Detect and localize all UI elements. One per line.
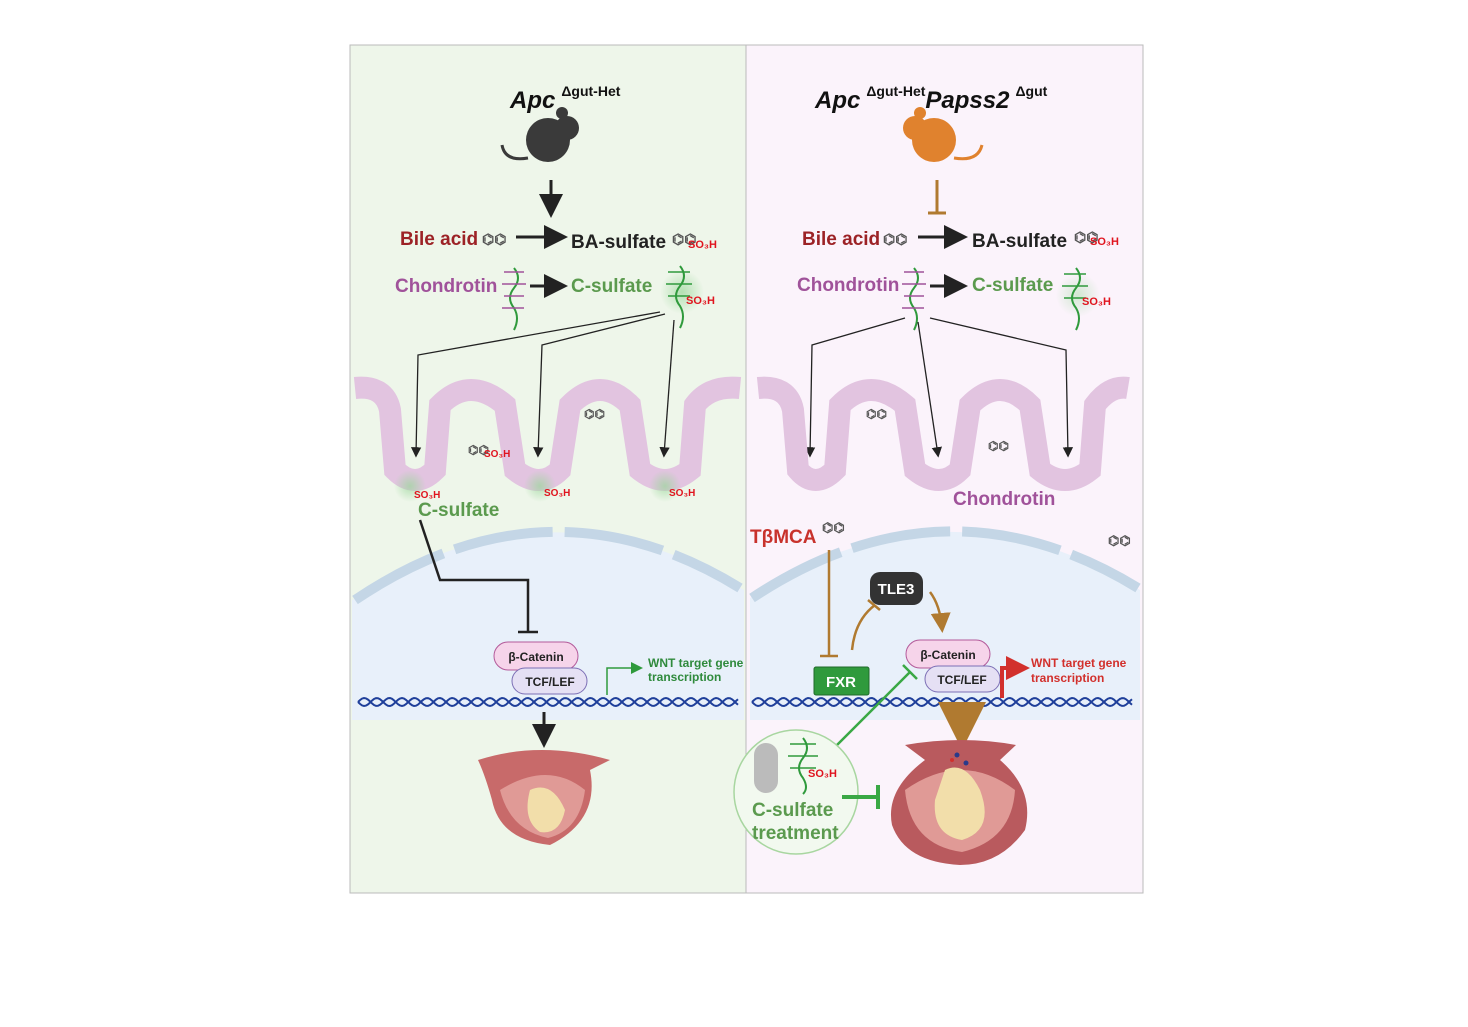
so3h-label: SO₃H xyxy=(1082,296,1111,308)
tcf-lef-label: TCF/LEF xyxy=(525,675,574,689)
dna-strand xyxy=(357,696,739,708)
chondrotin-molecule-icon xyxy=(902,267,926,331)
c-sulfate-molecule-icon xyxy=(1062,267,1088,331)
crypt-glow xyxy=(394,470,426,502)
tle3-box xyxy=(870,572,923,605)
mouse-icon xyxy=(903,107,984,162)
tbmca-fxr-inhibition xyxy=(820,550,838,658)
so3h-label: SO₃H xyxy=(484,449,510,460)
transcription-arrow xyxy=(606,662,643,695)
c-sulfate-molecule-icon xyxy=(788,737,818,795)
crypt-glow xyxy=(524,470,556,502)
tcf-lef-label: TCF/LEF xyxy=(937,673,986,687)
beta-catenin-label: β-Catenin xyxy=(920,648,975,662)
bile-acid-label: Bile acid xyxy=(802,229,880,250)
so3h-label: SO₃H xyxy=(414,490,440,501)
treatment-beta-catenin-inhibition xyxy=(829,664,918,753)
chondrotin-label: Chondrotin xyxy=(395,276,497,297)
bile-acid-crypt-icon: ⌬⌬ xyxy=(988,439,1009,453)
bile-acid-label: Bile acid xyxy=(400,229,478,250)
so3h-label: SO₃H xyxy=(544,488,570,499)
mouse-icon xyxy=(500,107,579,162)
chondrotin-crypt-label: Chondrotin xyxy=(953,489,1055,510)
so3h-label: SO₃H xyxy=(686,295,715,307)
bile-acid-crypt-icon: ⌬⌬ xyxy=(584,407,605,421)
beta-catenin-label: β-Catenin xyxy=(508,650,563,664)
c-sulfate-glow xyxy=(1056,273,1100,317)
ba-sulfate-label: BA-sulfate xyxy=(972,231,1067,252)
tbmca-label: TβMCA xyxy=(750,527,817,548)
tumor-large xyxy=(890,740,1028,865)
tle3-label: TLE3 xyxy=(878,581,915,598)
nuclear-membrane xyxy=(749,526,1141,603)
tle3-activation-arrow xyxy=(928,591,951,633)
c-sulfate-crypt-label: C-sulfate xyxy=(418,500,499,521)
inhibition-line xyxy=(418,519,538,634)
bile-acid-nucleus-icon: ⌬⌬ xyxy=(1108,533,1131,548)
so3h-label: SO₃H xyxy=(669,488,695,499)
tcf-lef-box xyxy=(511,667,588,695)
fxr-tle3-inhibition xyxy=(850,599,881,651)
capsule-icon xyxy=(754,743,778,793)
c-sulfate-label: C-sulfate xyxy=(571,276,652,297)
crypt-glow xyxy=(649,470,681,502)
ba-sulfate-label: BA-sulfate xyxy=(571,232,666,253)
dna-helix xyxy=(357,696,739,708)
tumor-small xyxy=(478,750,610,845)
c-sulfate-glow xyxy=(660,270,704,314)
ba-sulfate-molecule-icon: ⌬⌬ xyxy=(1074,229,1098,245)
chondrotin-label: Chondrotin xyxy=(797,275,899,296)
bile-acid-molecule-icon: ⌬⌬ xyxy=(883,231,907,247)
ba-sulfate-molecule-icon: ⌬⌬ xyxy=(672,231,696,247)
bile-acid-molecule-icon: ⌬⌬ xyxy=(482,231,506,247)
nuclear-membrane xyxy=(352,526,743,605)
treatment-tumor-inhibition xyxy=(842,785,880,809)
c-sulfate-molecule-icon xyxy=(666,265,692,329)
distribution-arrows xyxy=(804,317,1074,458)
distribution-arrows xyxy=(410,311,675,458)
c-sulfate-label: C-sulfate xyxy=(972,275,1053,296)
so3h-label: SO₃H xyxy=(808,768,837,780)
ba-sulfate-crypt-icon: ⌬⌬ xyxy=(468,443,489,457)
fxr-box xyxy=(813,666,870,696)
inhibition-line xyxy=(928,180,946,215)
bile-acid-crypt-icon: ⌬⌬ xyxy=(866,407,887,421)
fxr-label: FXR xyxy=(826,674,856,691)
so3h-label: SO₃H xyxy=(1090,236,1119,248)
tbmca-molecule-icon: ⌬⌬ xyxy=(822,520,845,535)
transcription-arrow xyxy=(1000,656,1030,698)
chondrotin-molecule-icon xyxy=(502,267,526,331)
intestinal-crypts xyxy=(756,376,1130,491)
so3h-label: SO₃H xyxy=(688,239,717,251)
